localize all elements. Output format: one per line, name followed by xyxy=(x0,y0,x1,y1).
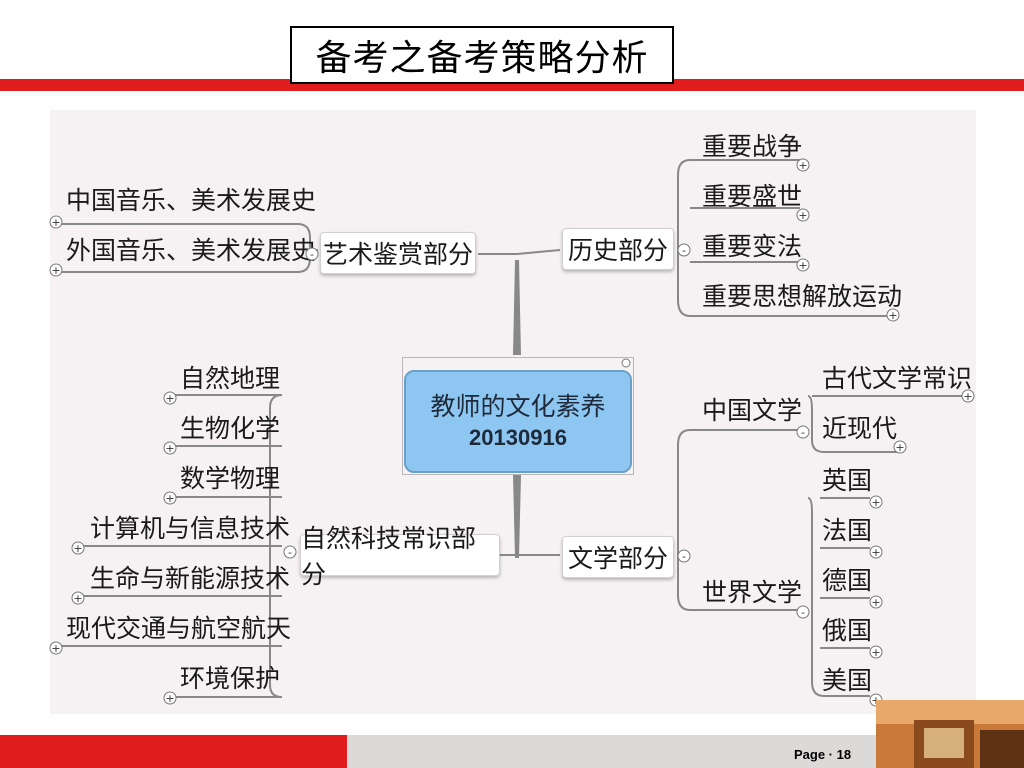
history-topic[interactable]: 重要变法 xyxy=(702,232,803,261)
plus-circle-icon: + xyxy=(49,641,63,655)
plus-circle-icon: + xyxy=(796,258,810,272)
svg-text:-: - xyxy=(310,248,314,261)
plus-circle-icon: + xyxy=(869,545,883,559)
footer-red-bar xyxy=(0,735,347,768)
svg-text:+: + xyxy=(895,441,904,454)
svg-text:-: - xyxy=(288,546,292,559)
svg-text:+: + xyxy=(165,442,174,455)
plus-circle-icon: + xyxy=(796,158,810,172)
svg-text:+: + xyxy=(73,592,82,605)
history-topic[interactable]: 重要盛世 xyxy=(702,182,803,211)
plus-circle-icon: + xyxy=(869,495,883,509)
plus-circle-icon: + xyxy=(49,263,63,277)
resize-handle-icon xyxy=(621,358,631,368)
plus-circle-icon: + xyxy=(893,440,907,454)
svg-text:+: + xyxy=(798,159,807,172)
svg-text:+: + xyxy=(963,390,972,403)
svg-text:+: + xyxy=(871,596,880,609)
plus-circle-icon: + xyxy=(49,215,63,229)
center-node-frame xyxy=(402,357,634,475)
branch-science-label: 自然科技常识部分 xyxy=(301,524,477,589)
header-red-bar xyxy=(0,79,1024,91)
literature-chinese[interactable]: 中国文学 xyxy=(702,396,803,425)
footer-gray-bar xyxy=(347,735,877,768)
history-topic[interactable]: 重要战争 xyxy=(702,132,803,161)
world-lit-country[interactable]: 德国 xyxy=(822,566,873,595)
minus-circle-icon: - xyxy=(677,243,691,257)
science-topic[interactable]: 现代交通与航空航天 xyxy=(66,614,292,643)
svg-text:+: + xyxy=(888,309,897,322)
plus-circle-icon: + xyxy=(163,391,177,405)
svg-text:+: + xyxy=(51,264,60,277)
world-lit-country[interactable]: 俄国 xyxy=(822,616,873,645)
plus-circle-icon: + xyxy=(163,691,177,705)
svg-text:+: + xyxy=(73,542,82,555)
science-topic[interactable]: 自然地理 xyxy=(180,364,281,393)
plus-circle-icon: + xyxy=(796,208,810,222)
plus-circle-icon: + xyxy=(163,441,177,455)
minus-circle-icon: - xyxy=(283,545,297,559)
science-topic[interactable]: 环境保护 xyxy=(180,664,281,693)
plus-circle-icon: + xyxy=(869,595,883,609)
svg-text:-: - xyxy=(801,426,805,439)
minus-circle-icon: - xyxy=(796,425,810,439)
literature-world[interactable]: 世界文学 xyxy=(702,578,803,607)
chinese-lit-topic[interactable]: 古代文学常识 xyxy=(822,364,973,393)
svg-text:+: + xyxy=(798,209,807,222)
science-topic[interactable]: 计算机与信息技术 xyxy=(90,514,291,543)
center-node[interactable]: 教师的文化素养 20130916 xyxy=(404,370,632,473)
corner-decoration-image xyxy=(876,700,1024,768)
branch-art-label: 艺术鉴赏部分 xyxy=(322,240,473,269)
svg-text:+: + xyxy=(871,496,880,509)
plus-circle-icon: + xyxy=(71,591,85,605)
svg-text:-: - xyxy=(682,244,686,257)
center-node-code: 20130916 xyxy=(469,424,567,450)
world-lit-country[interactable]: 美国 xyxy=(822,666,873,695)
science-topic[interactable]: 生命与新能源技术 xyxy=(90,564,291,593)
science-topic[interactable]: 生物化学 xyxy=(180,414,281,443)
minus-circle-icon: - xyxy=(677,549,691,563)
branch-literature-label: 文学部分 xyxy=(567,544,668,573)
art-topic[interactable]: 外国音乐、美术发展史 xyxy=(66,236,317,265)
svg-text:+: + xyxy=(871,646,880,659)
plus-circle-icon: + xyxy=(163,491,177,505)
history-topic[interactable]: 重要思想解放运动 xyxy=(702,282,903,311)
branch-art[interactable]: 艺术鉴赏部分 xyxy=(320,232,476,274)
branch-literature[interactable]: 文学部分 xyxy=(562,536,674,578)
art-topic[interactable]: 中国音乐、美术发展史 xyxy=(66,186,317,215)
plus-circle-icon: + xyxy=(869,645,883,659)
plus-circle-icon: + xyxy=(961,389,975,403)
svg-text:-: - xyxy=(801,606,805,619)
svg-text:+: + xyxy=(165,692,174,705)
branch-history[interactable]: 历史部分 xyxy=(562,228,674,270)
svg-text:+: + xyxy=(51,642,60,655)
svg-text:+: + xyxy=(798,259,807,272)
branch-science[interactable]: 自然科技常识部分 xyxy=(300,524,500,589)
world-lit-country[interactable]: 法国 xyxy=(822,516,873,545)
branch-history-label: 历史部分 xyxy=(567,236,668,265)
page-number: Page · 18 xyxy=(794,747,852,762)
slide-title: 备考之备考策略分析 xyxy=(290,26,674,84)
chinese-lit-topic[interactable]: 近现代 xyxy=(822,414,898,443)
svg-text:-: - xyxy=(682,550,686,563)
svg-text:+: + xyxy=(871,546,880,559)
science-topic[interactable]: 数学物理 xyxy=(180,464,281,493)
plus-circle-icon: + xyxy=(886,308,900,322)
plus-circle-icon: + xyxy=(71,541,85,555)
svg-text:+: + xyxy=(165,492,174,505)
svg-text:+: + xyxy=(165,392,174,405)
minus-circle-icon: - xyxy=(305,247,319,261)
center-node-title: 教师的文化素养 xyxy=(430,391,606,421)
svg-text:+: + xyxy=(51,216,60,229)
world-lit-country[interactable]: 英国 xyxy=(822,466,873,495)
minus-circle-icon: - xyxy=(796,605,810,619)
